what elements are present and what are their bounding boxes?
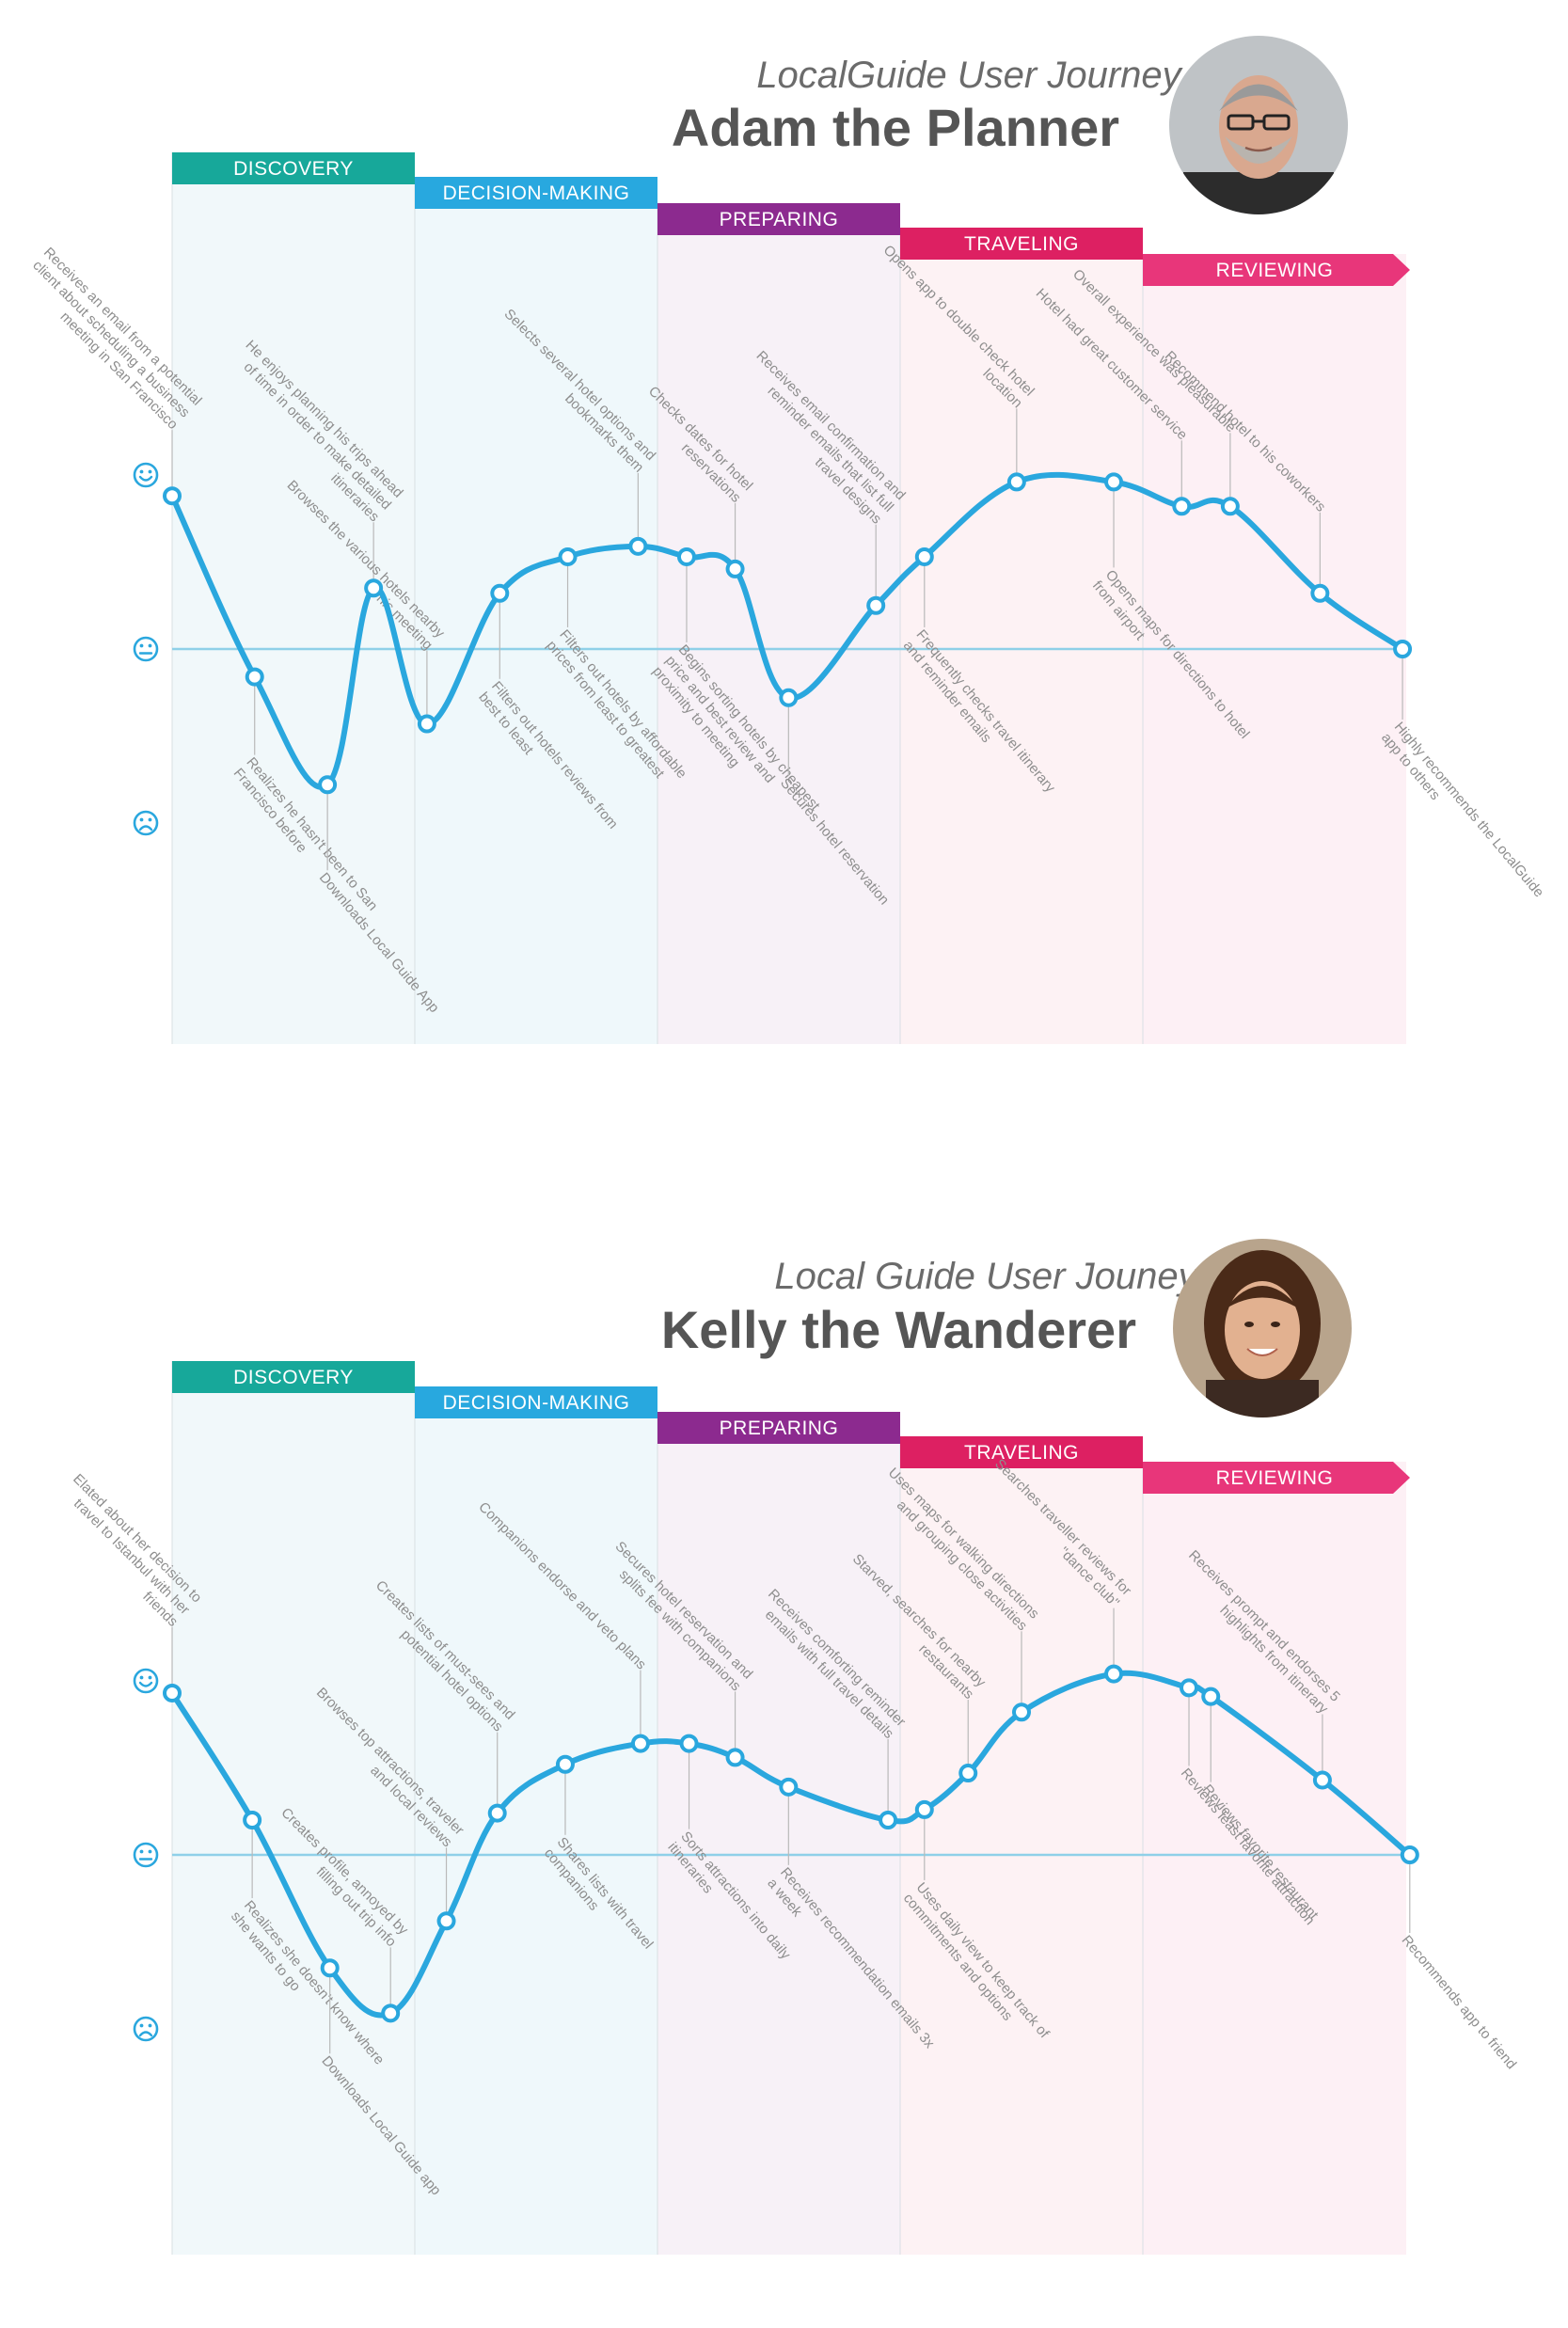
journey-touchpoint bbox=[245, 667, 264, 687]
journey-touchpoint bbox=[417, 714, 436, 734]
journey-touchpoint bbox=[555, 1754, 575, 1774]
journey-touchpoint bbox=[914, 1799, 934, 1819]
male-avatar bbox=[1169, 36, 1348, 214]
female-avatar bbox=[1173, 1239, 1352, 1417]
stage-header-traveling bbox=[900, 1436, 1143, 1468]
journey-touchpoint bbox=[490, 583, 510, 603]
journey-touchpoint bbox=[163, 486, 182, 506]
journey-touchpoint bbox=[1393, 640, 1413, 658]
stage-header-traveling bbox=[900, 228, 1143, 260]
journey-subtitle: Local Guide User Jouney bbox=[774, 1256, 1199, 1297]
journey-touchpoint bbox=[725, 1748, 745, 1767]
journey-touchpoint bbox=[1201, 1687, 1221, 1706]
emotion-curve bbox=[169, 471, 1406, 790]
journey-touchpoint bbox=[163, 1683, 182, 1702]
stage-background-discovery bbox=[172, 152, 415, 1044]
journey-touchpoint bbox=[628, 536, 648, 556]
sad-face-icon bbox=[133, 2016, 159, 2042]
happy-face-icon bbox=[133, 1668, 159, 1694]
persona-title: Adam the Planner bbox=[672, 98, 1119, 157]
journey-adam: DISCOVERY DECISION-MAKING PREPARING TRAVELI… bbox=[29, 55, 1547, 1044]
stage-background-decision-making bbox=[415, 177, 657, 1044]
stage-label: DISCOVERY bbox=[233, 158, 354, 180]
journey-touchpoint bbox=[866, 595, 886, 615]
stage-label: TRAVELING bbox=[964, 1442, 1079, 1464]
stage-label: DISCOVERY bbox=[233, 1367, 354, 1388]
journey-touchpoint bbox=[558, 546, 578, 566]
journey-touchpoint bbox=[1312, 1770, 1332, 1790]
journey-touchpoint bbox=[679, 1734, 699, 1753]
stage-background-traveling bbox=[900, 228, 1143, 1044]
stage-label: TRAVELING bbox=[964, 233, 1079, 255]
journey-touchpoint bbox=[1310, 583, 1330, 603]
stage-label: PREPARING bbox=[720, 209, 839, 230]
journey-touchpoint bbox=[320, 1958, 340, 1978]
journey-touchpoint bbox=[364, 578, 384, 598]
journey-touchpoint bbox=[1104, 1664, 1124, 1684]
journey-touchpoint bbox=[1006, 472, 1026, 492]
journey-touchpoint bbox=[725, 559, 745, 578]
journey-kelly: DISCOVERY DECISION-MAKING PREPARING TRAVELI… bbox=[70, 1256, 1520, 2255]
journey-touchpoint bbox=[1104, 472, 1124, 492]
stage-background-decision-making bbox=[415, 1386, 657, 2255]
stage-label: REVIEWING bbox=[1216, 1467, 1334, 1489]
stage-background-reviewing bbox=[1143, 1462, 1406, 2255]
stage-header-decision-making bbox=[415, 177, 657, 209]
journey-touchpoint bbox=[1012, 1702, 1031, 1722]
stage-header-reviewing bbox=[1143, 254, 1410, 286]
stage-label: PREPARING bbox=[720, 1417, 839, 1439]
stage-header-preparing bbox=[657, 203, 900, 235]
journey-touchpoint bbox=[630, 1734, 650, 1753]
journey-touchpoint bbox=[1180, 1678, 1199, 1698]
journey-touchpoint bbox=[779, 688, 799, 707]
neutral-face-icon bbox=[133, 636, 159, 662]
stage-label: REVIEWING bbox=[1216, 260, 1334, 281]
journey-touchpoint bbox=[487, 1803, 507, 1823]
persona-title: Kelly the Wanderer bbox=[661, 1300, 1136, 1359]
journey-touchpoint bbox=[879, 1811, 898, 1829]
journey-note: Recommends app to friend bbox=[1399, 1932, 1520, 2072]
journey-touchpoint bbox=[676, 546, 696, 566]
stage-header-decision-making bbox=[415, 1386, 657, 1418]
stage-background-discovery bbox=[172, 1361, 415, 2255]
journey-touchpoint bbox=[318, 775, 338, 795]
journey-touchpoint bbox=[779, 1777, 799, 1797]
journey-touchpoint bbox=[436, 1911, 456, 1931]
journey-touchpoint bbox=[1172, 497, 1192, 516]
stage-background-traveling bbox=[900, 1436, 1143, 2255]
journey-touchpoint bbox=[243, 1811, 262, 1829]
stage-header-reviewing bbox=[1143, 1462, 1410, 1494]
stage-label: DECISION-MAKING bbox=[443, 1392, 630, 1414]
stage-header-discovery bbox=[172, 1361, 415, 1393]
happy-face-icon bbox=[133, 462, 159, 488]
sad-face-icon bbox=[133, 810, 159, 836]
stage-header-preparing bbox=[657, 1412, 900, 1444]
stage-label: DECISION-MAKING bbox=[443, 182, 630, 204]
journey-touchpoint bbox=[381, 2003, 401, 2023]
journey-touchpoint bbox=[958, 1764, 978, 1783]
journey-touchpoint bbox=[1220, 497, 1240, 516]
neutral-face-icon bbox=[133, 1842, 159, 1868]
stage-header-discovery bbox=[172, 152, 415, 184]
journey-subtitle: LocalGuide User Journey bbox=[756, 55, 1183, 96]
stage-background-preparing bbox=[657, 1412, 900, 2255]
journey-touchpoint bbox=[1400, 1845, 1419, 1864]
journey-touchpoint bbox=[914, 546, 934, 566]
